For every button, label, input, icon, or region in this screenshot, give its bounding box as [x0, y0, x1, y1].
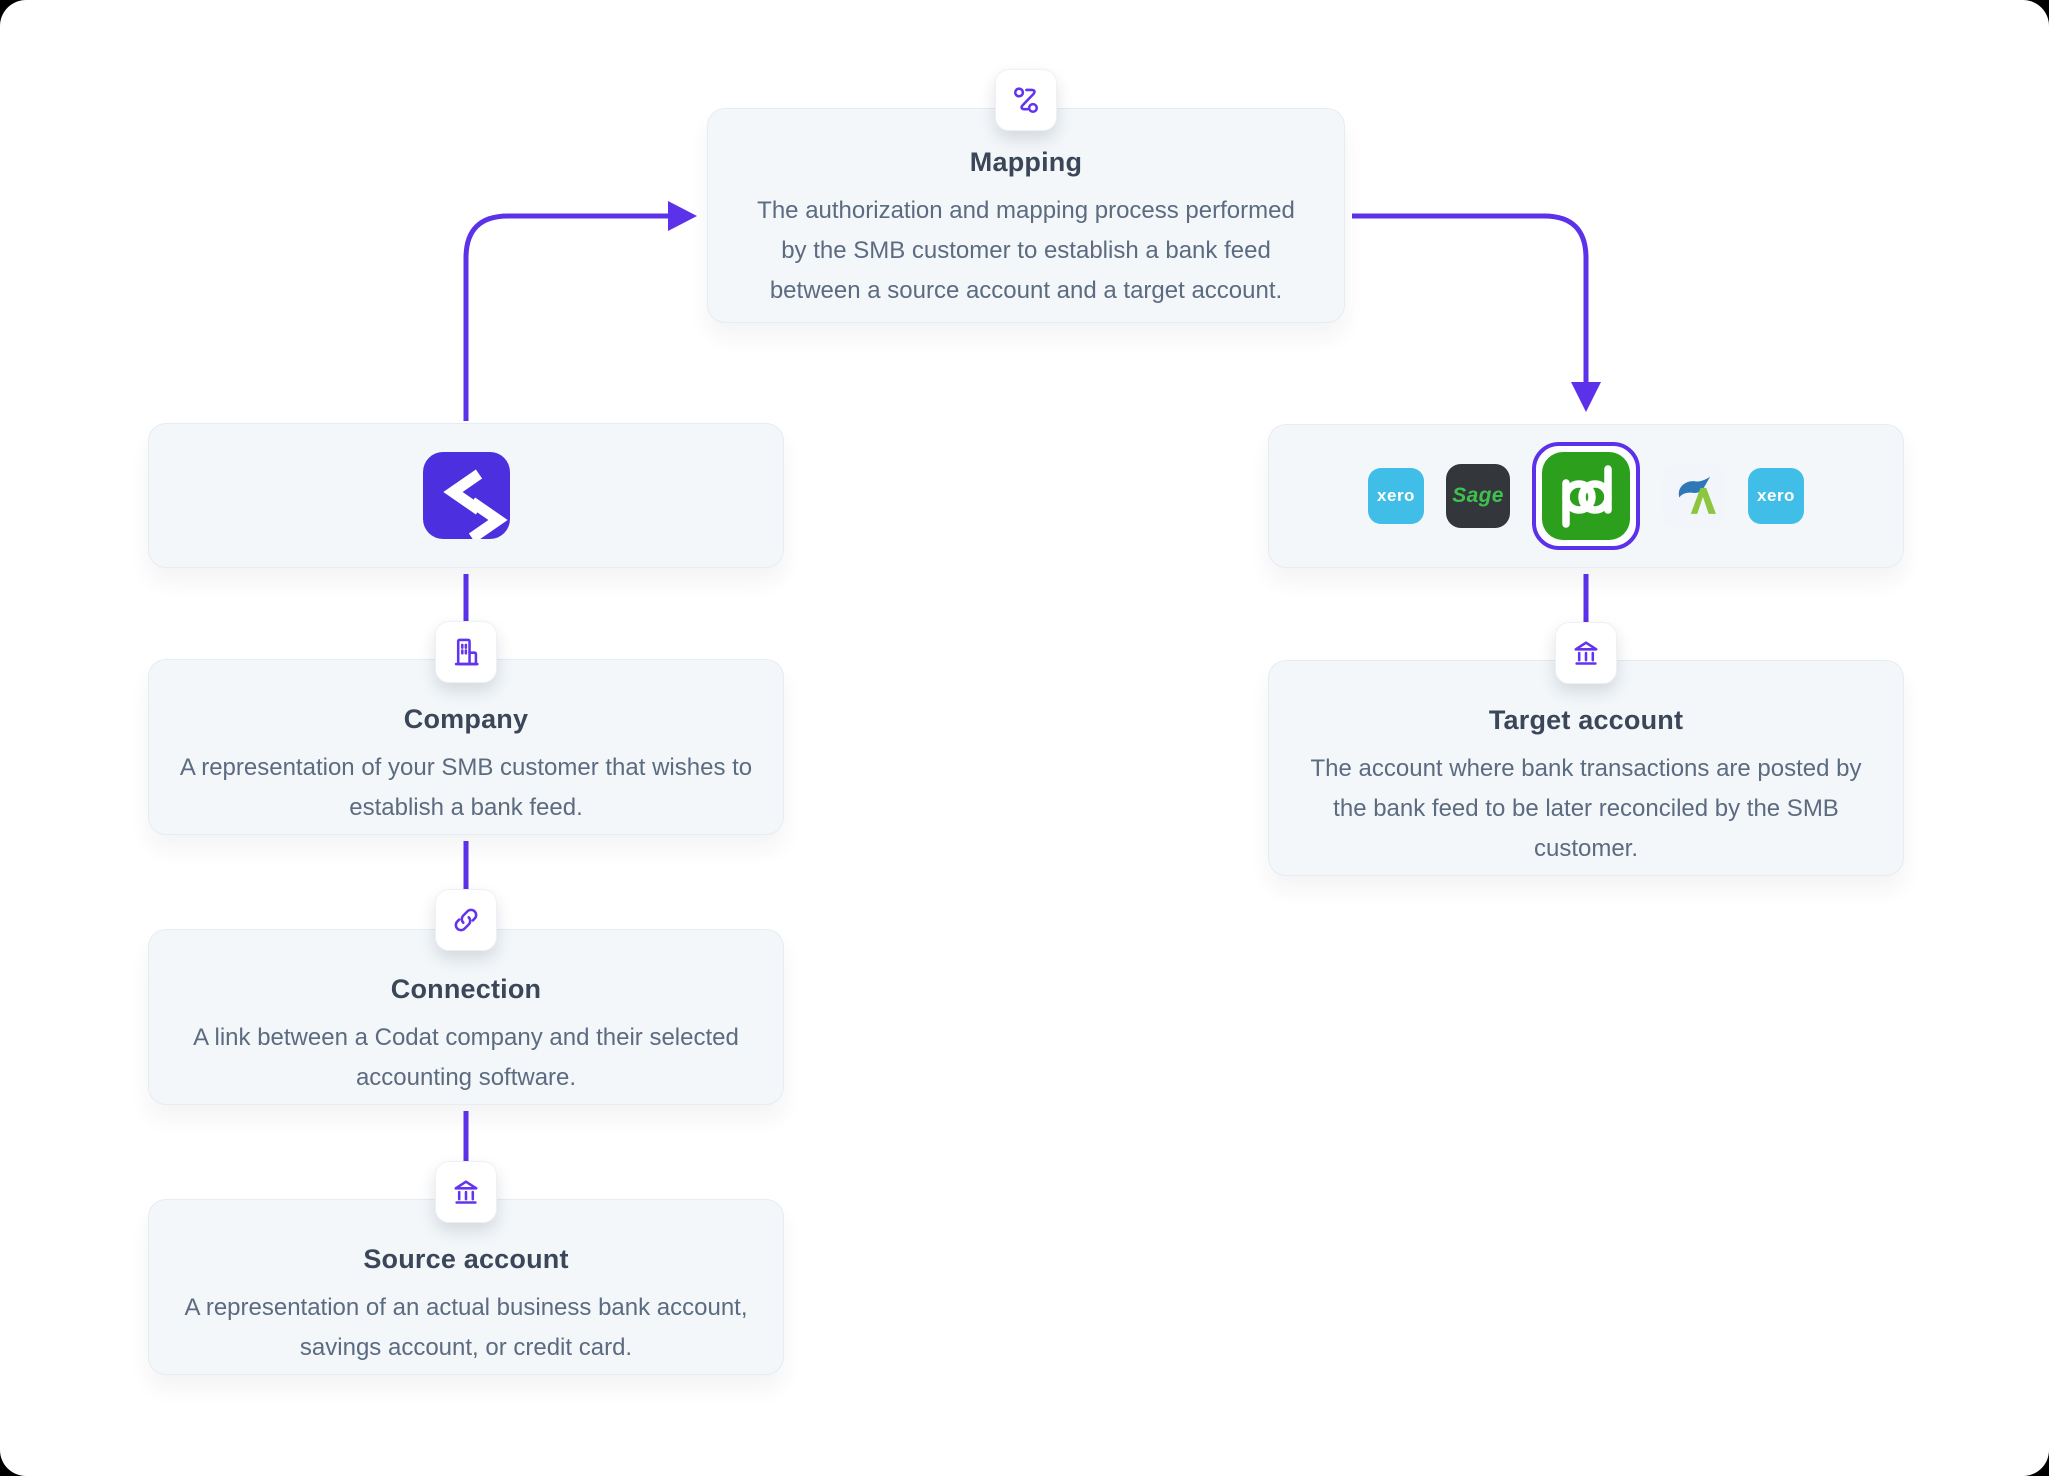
target-account-title: Target account	[1488, 705, 1684, 735]
bank-icon	[1574, 641, 1598, 665]
building-icon	[454, 638, 479, 666]
route-icon	[1013, 87, 1039, 114]
mapping-icon-card	[995, 69, 1057, 131]
bank-icon	[454, 1180, 478, 1204]
link-icon	[454, 908, 478, 932]
target-account-icon-card	[1555, 622, 1617, 684]
sage-wordmark: Sage	[1452, 484, 1504, 507]
mapping-title: Mapping	[969, 147, 1083, 177]
freeagent-glyph	[1678, 476, 1716, 514]
xero-wordmark: xero	[1377, 486, 1415, 505]
accounting-platforms-panel: xero Sage	[1268, 424, 1904, 568]
codat-logo	[422, 452, 510, 539]
company-description: A representation of your SMB customer th…	[179, 754, 753, 821]
source-account-panel: Source account A representation of an ac…	[148, 1199, 784, 1375]
connection-description: A link between a Codat company and their…	[193, 1024, 739, 1091]
connection-title: Connection	[390, 974, 542, 1004]
xero-logo: xero	[1368, 468, 1424, 524]
target-account-panel: Target account The account where bank tr…	[1268, 660, 1904, 876]
codat-panel	[148, 423, 784, 568]
xero-wordmark: xero	[1757, 486, 1795, 505]
connection-panel: Connection A link between a Codat compan…	[148, 929, 784, 1105]
sage-logo: Sage	[1446, 464, 1510, 528]
connection-icon-card	[435, 889, 497, 951]
mapping-description: The authorization and mapping process pe…	[757, 197, 1295, 304]
mapping-panel: Mapping The authorization and mapping pr…	[707, 108, 1345, 323]
company-panel: Company A representation of your SMB cus…	[148, 659, 784, 835]
source-account-icon-card	[435, 1161, 497, 1223]
source-account-title: Source account	[363, 1244, 569, 1274]
target-account-description: The account where bank transactions are …	[1310, 755, 1862, 862]
quickbooks-selected-ring	[1532, 442, 1640, 550]
freeagent-logo	[1662, 464, 1726, 528]
arrow-company-to-mapping	[463, 213, 670, 421]
arrowhead-down-icon	[1571, 382, 1601, 412]
codat-logo-glyph	[442, 469, 508, 539]
arrowhead-right-icon	[668, 201, 697, 231]
arrow-mapping-to-target	[1352, 213, 1589, 384]
quickbooks-qb-glyph	[1562, 465, 1612, 528]
xero-logo: xero	[1748, 468, 1804, 524]
source-account-description: A representation of an actual business b…	[184, 1294, 748, 1361]
quickbooks-logo	[1542, 452, 1630, 540]
company-title: Company	[403, 704, 529, 734]
company-icon-card	[435, 621, 497, 683]
